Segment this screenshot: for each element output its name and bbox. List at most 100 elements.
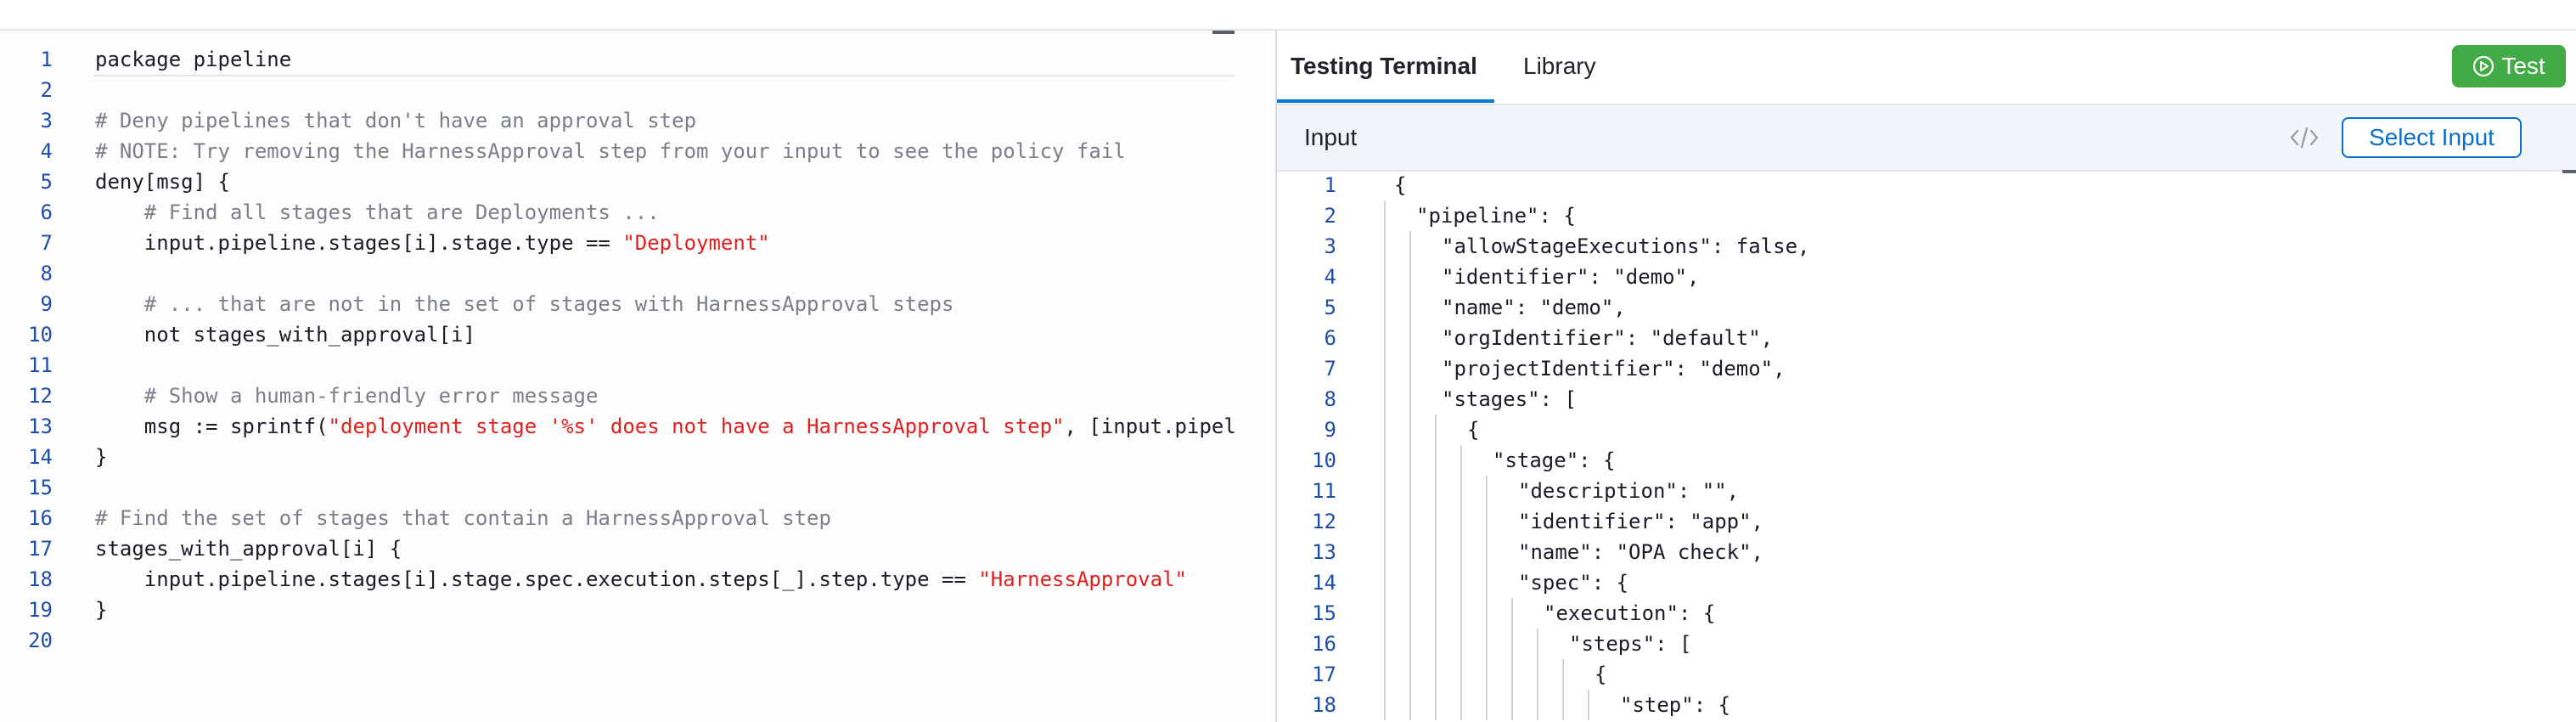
indent-guide xyxy=(1486,537,1488,567)
json-text: "allowStageExecutions": false, xyxy=(1442,234,1810,258)
json-line: 12"identifier": "app", xyxy=(1277,506,2576,537)
indent-guide xyxy=(1384,323,1386,353)
json-line: 1{ xyxy=(1277,170,2576,200)
code-token: input.pipeline.stages[i].stage.type == xyxy=(95,231,623,255)
indent-guide xyxy=(1384,629,1386,659)
json-line-number: 15 xyxy=(1312,601,1336,625)
json-line-number: 10 xyxy=(1312,448,1336,472)
test-button[interactable]: Test xyxy=(2452,45,2566,87)
json-text: "stages": [ xyxy=(1442,387,1577,411)
indent-guide xyxy=(1511,629,1513,659)
indent-guide xyxy=(1409,323,1411,353)
json-line: 5"name": "demo", xyxy=(1277,292,2576,323)
json-line: 15 "execution": { xyxy=(1277,598,2576,629)
code-comment: # Find the set of stages that contain a … xyxy=(95,506,831,530)
json-line: 11"description": "", xyxy=(1277,476,2576,506)
indent-guide xyxy=(1460,476,1462,506)
indent-guide xyxy=(1409,567,1411,598)
json-text: "pipeline": { xyxy=(1416,204,1576,228)
code-token xyxy=(95,384,144,408)
indent-guide xyxy=(1409,537,1411,567)
code-token xyxy=(95,200,144,224)
current-line-highlight xyxy=(93,44,1235,76)
code-comment: # Deny pipelines that don't have an appr… xyxy=(95,109,697,133)
indent-guide xyxy=(1460,690,1462,720)
code-text: # Find all stages that are Deployments .… xyxy=(95,197,660,228)
line-number: 4 xyxy=(40,139,53,163)
indent-guide xyxy=(1486,690,1488,720)
code-line: 13 msg := sprintf("deployment stage '%s'… xyxy=(0,411,1240,442)
json-text: "name": "demo", xyxy=(1442,296,1626,319)
pane-divider[interactable] xyxy=(1275,31,1277,722)
line-number: 10 xyxy=(28,323,53,347)
json-line-number: 4 xyxy=(1324,265,1336,289)
code-token: } xyxy=(95,445,108,469)
code-line: 4 # NOTE: Try removing the HarnessApprova… xyxy=(0,136,1240,166)
json-line-number: 8 xyxy=(1324,387,1336,411)
tab-library[interactable]: Library xyxy=(1523,53,1596,79)
indent-guide xyxy=(1435,537,1437,567)
indent-guide xyxy=(1435,629,1437,659)
json-line: 17{ xyxy=(1277,659,2576,690)
json-line: 18"step": { xyxy=(1277,690,2576,720)
json-text: "stage": { xyxy=(1493,448,1616,472)
select-input-button[interactable]: Select Input xyxy=(2342,117,2522,158)
indent-guide xyxy=(1409,659,1411,690)
indent-guide xyxy=(1384,292,1386,323)
code-line: 10 not stages_with_approval[i] xyxy=(0,319,1240,350)
line-number: 20 xyxy=(28,629,53,652)
indent-guide xyxy=(1486,598,1488,629)
json-line-number: 6 xyxy=(1324,326,1336,350)
code-comment: # ... that are not in the set of stages … xyxy=(143,292,954,316)
tab-testing-terminal[interactable]: Testing Terminal xyxy=(1291,53,1477,79)
indent-guide xyxy=(1435,598,1437,629)
code-token: not stages_with_approval[i] xyxy=(95,323,475,347)
line-number: 3 xyxy=(40,109,53,133)
indent-guide xyxy=(1384,200,1386,231)
indent-guide xyxy=(1511,659,1513,690)
indent-guide xyxy=(1409,506,1411,537)
json-line: 2"pipeline": { xyxy=(1277,200,2576,231)
code-comment: # Find all stages that are Deployments .… xyxy=(143,200,660,224)
indent-guide xyxy=(1384,537,1386,567)
json-text: "identifier": "demo", xyxy=(1442,265,1700,289)
json-line: 6"orgIdentifier": "default", xyxy=(1277,323,2576,353)
json-text: "spec": { xyxy=(1518,571,1629,595)
code-line: 16# Find the set of stages that contain … xyxy=(0,503,1240,533)
indent-guide xyxy=(1588,690,1589,720)
indent-guide xyxy=(1409,415,1411,445)
code-token: deny[msg] { xyxy=(95,170,230,194)
indent-guide xyxy=(1384,659,1386,690)
test-button-label: Test xyxy=(2501,53,2545,79)
input-json-editor[interactable]: 1{2"pipeline": {3"allowStageExecutions":… xyxy=(1277,170,2576,722)
code-line: 15 xyxy=(0,472,1240,503)
line-number: 15 xyxy=(28,476,53,499)
editor-scroll-marker[interactable] xyxy=(1212,31,1235,34)
code-text: not stages_with_approval[i] xyxy=(95,319,475,350)
json-text: "execution": { xyxy=(1544,601,1716,625)
code-icon[interactable] xyxy=(2289,126,2320,149)
indent-guide xyxy=(1537,659,1538,690)
code-text: deny[msg] { xyxy=(95,166,230,197)
code-comment: # Show a human-friendly error message xyxy=(143,384,599,408)
json-scroll-marker[interactable] xyxy=(2562,170,2576,173)
code-token: package pipeline xyxy=(95,48,292,71)
indent-guide xyxy=(1435,415,1437,445)
json-line: 4 "identifier": "demo", xyxy=(1277,262,2576,292)
indent-guide xyxy=(1435,659,1437,690)
indent-guide xyxy=(1409,262,1411,292)
indent-guide xyxy=(1409,231,1411,262)
code-text: input.pipeline.stages[i].stage.spec.exec… xyxy=(95,564,1187,595)
indent-guide xyxy=(1409,353,1411,384)
code-text: # Deny pipelines that don't have an appr… xyxy=(95,105,696,136)
indent-guide xyxy=(1384,598,1386,629)
indent-guide xyxy=(1384,262,1386,292)
code-text: package pipeline xyxy=(95,44,291,75)
indent-guide xyxy=(1460,659,1462,690)
code-line: 18 input.pipeline.stages[i].stage.spec.e… xyxy=(0,564,1240,595)
code-text: # NOTE: Try removing the HarnessApproval… xyxy=(95,136,1126,166)
line-number: 1 xyxy=(40,48,53,71)
